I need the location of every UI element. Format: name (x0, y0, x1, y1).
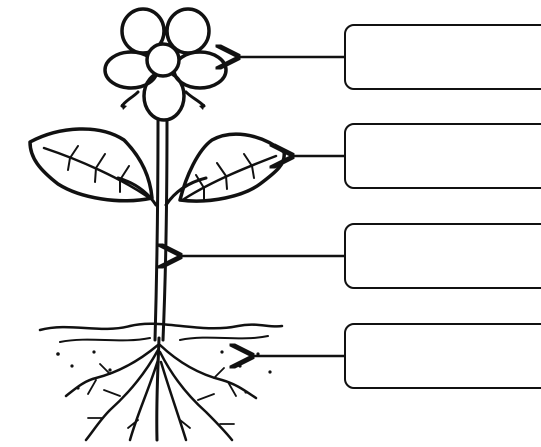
label-box-stem[interactable] (344, 223, 541, 289)
leaves-illustration (28, 127, 286, 203)
stem-illustration (116, 118, 208, 342)
label-box-roots[interactable] (344, 323, 541, 389)
roots-illustration (64, 336, 258, 442)
label-box-flower[interactable] (344, 24, 541, 90)
label-box-leaf[interactable] (344, 123, 541, 189)
flower-illustration (103, 7, 228, 122)
soil-line (38, 322, 284, 394)
pointer-arrows (180, 57, 347, 356)
